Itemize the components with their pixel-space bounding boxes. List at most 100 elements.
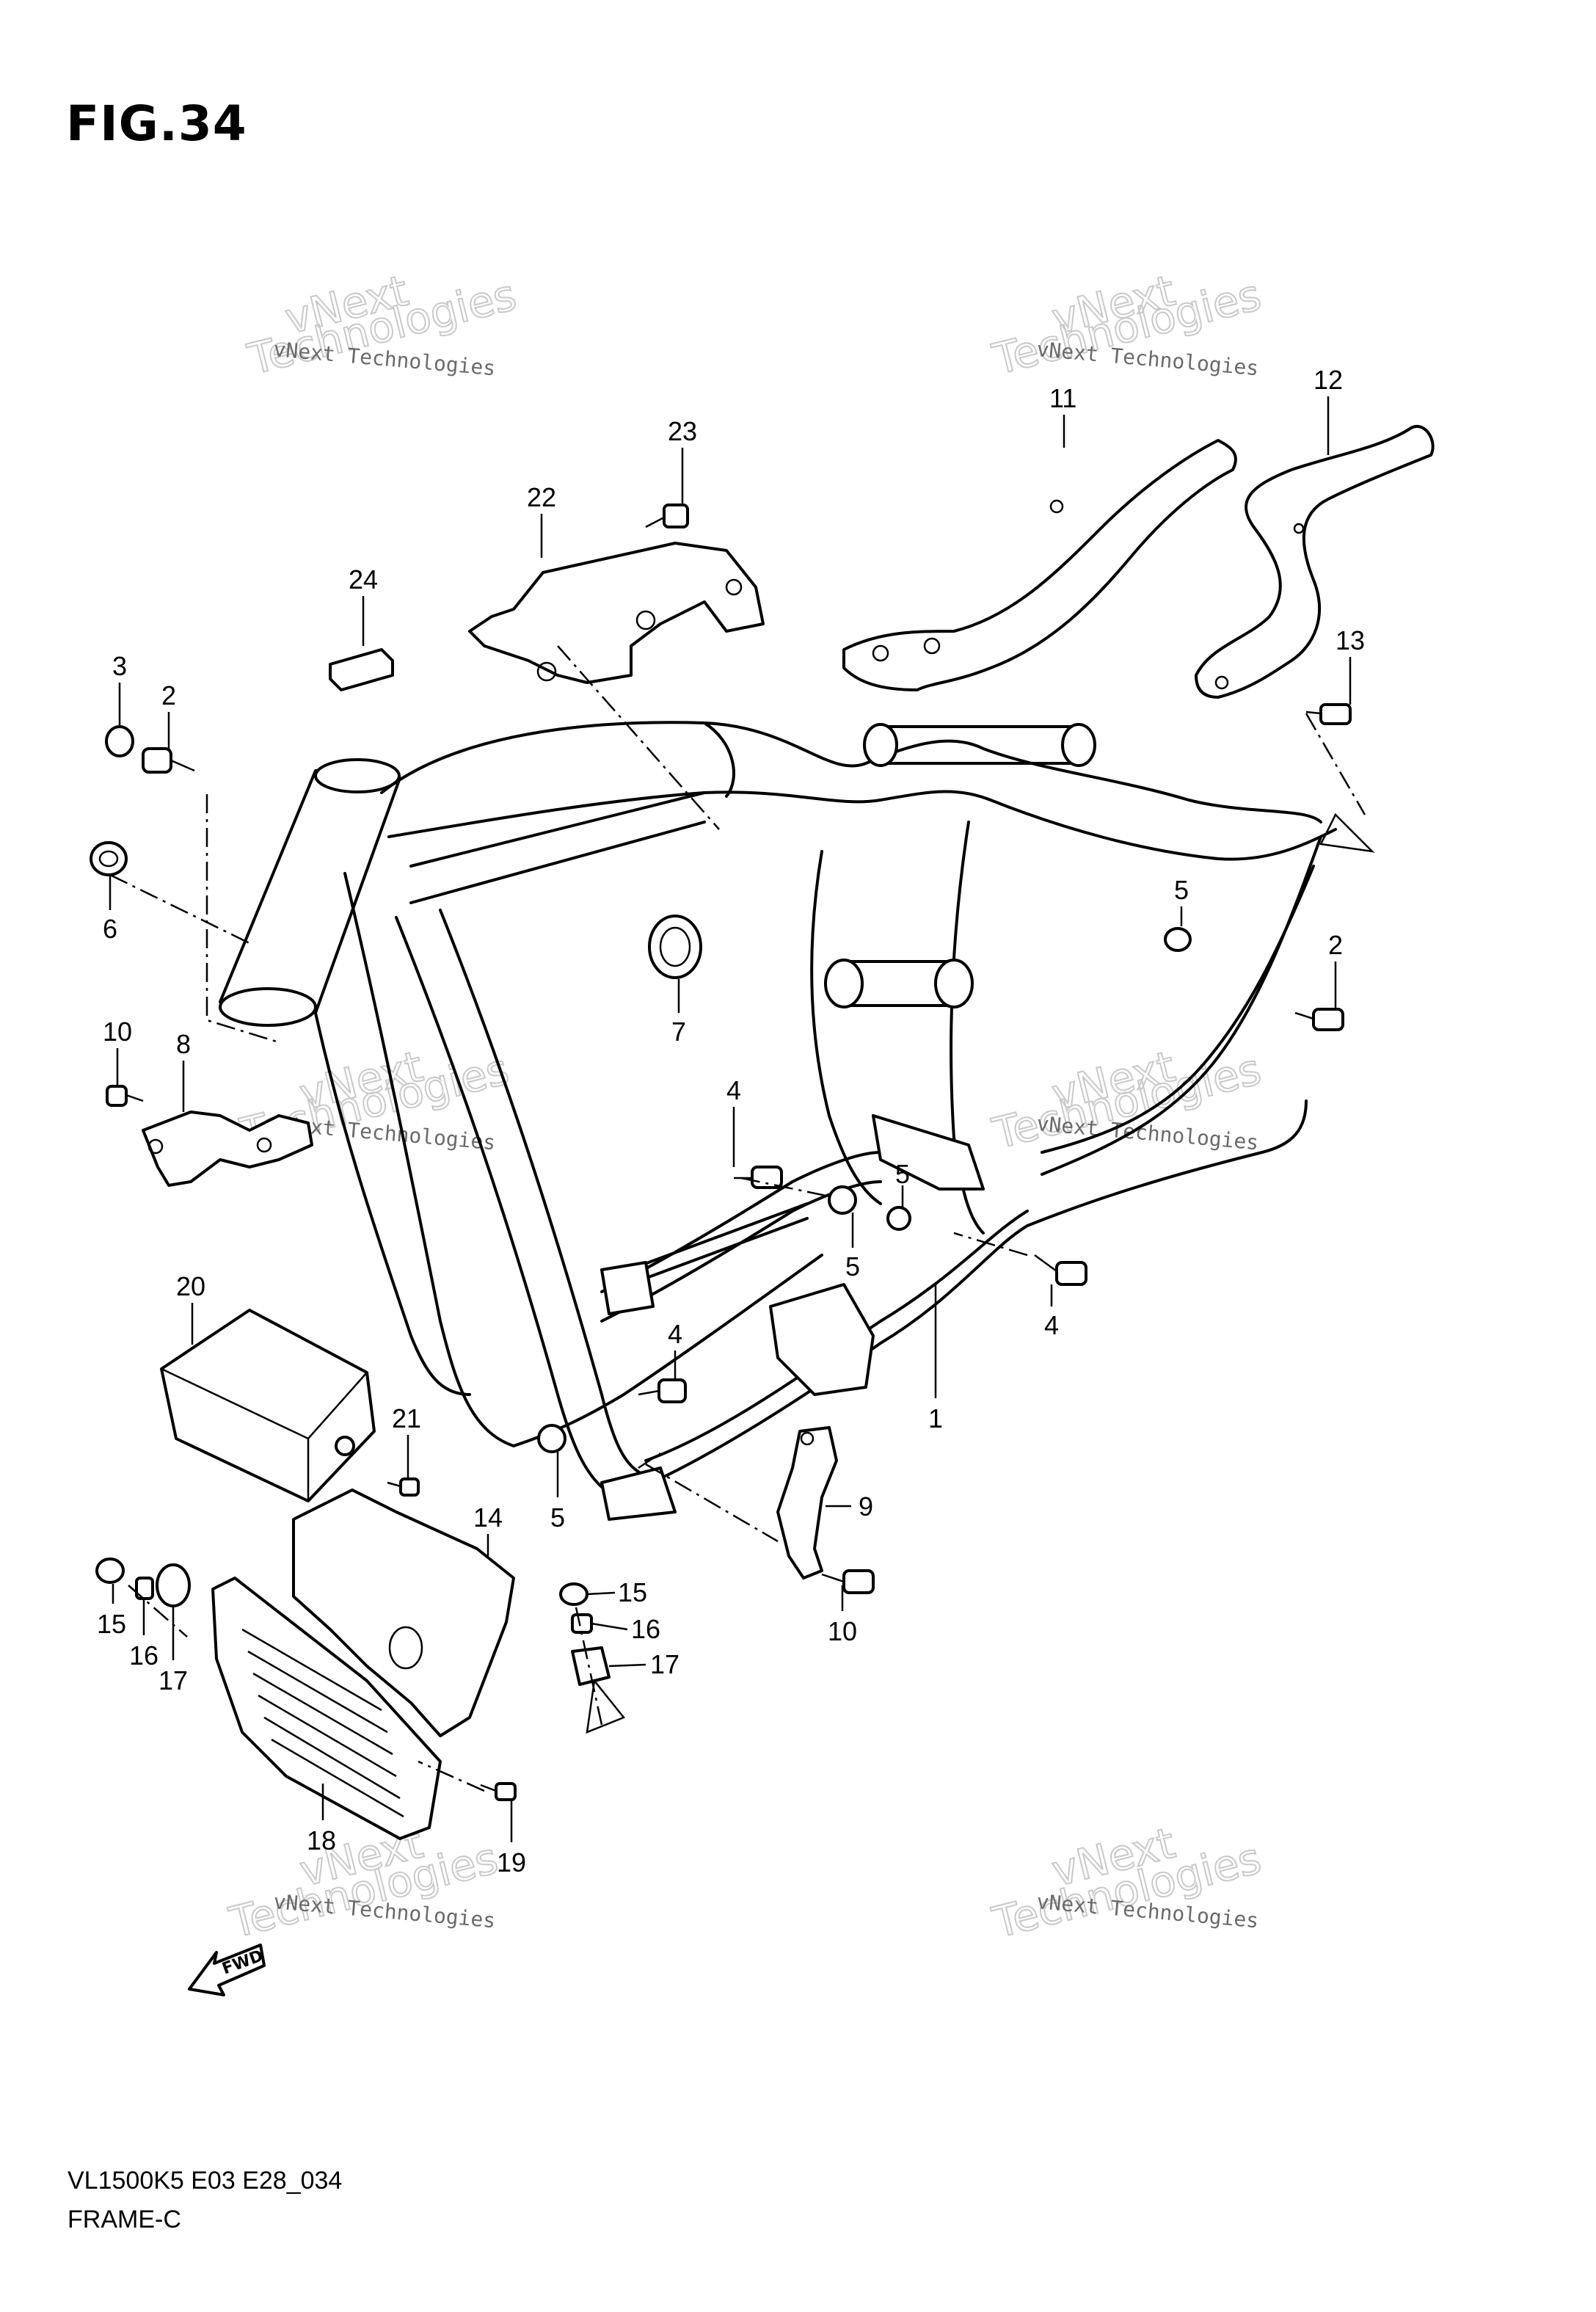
watermark-bottom-left: Technologies vNext vNext Technologies bbox=[224, 1817, 503, 1949]
part-17-grommet-b bbox=[571, 1646, 611, 1686]
part-5-washer-b bbox=[886, 1206, 911, 1231]
rear-lower-rail bbox=[1026, 1099, 1308, 1227]
part-10-bolt-b bbox=[821, 1569, 875, 1594]
lower-cross-tube bbox=[600, 1151, 882, 1293]
part-5-washer-d bbox=[537, 1424, 566, 1453]
part-2-bolt-b bbox=[1294, 1008, 1344, 1031]
part-18-louvered-cover bbox=[211, 1577, 442, 1840]
down-tube-front bbox=[314, 1011, 471, 1396]
callout-21: 21 bbox=[392, 1403, 421, 1433]
watermark-mid-right: Technologies vNext vNext Technologies bbox=[987, 1041, 1267, 1160]
crossbar-end-right bbox=[1061, 723, 1096, 767]
pivot-end-left bbox=[824, 959, 864, 1008]
part-24-pad bbox=[329, 648, 394, 691]
down-tube-right bbox=[395, 916, 618, 1499]
main-frame bbox=[219, 721, 1337, 1521]
rear-stay-2 bbox=[1041, 865, 1315, 1154]
section-name-label: FRAME-C bbox=[68, 2206, 181, 2233]
callout-13: 13 bbox=[1336, 625, 1365, 655]
callout-10: 10 bbox=[828, 1616, 857, 1646]
callout-18: 18 bbox=[307, 1825, 336, 1855]
part-14-battery-tray bbox=[292, 1488, 515, 1737]
part-3-nut bbox=[105, 725, 134, 757]
down-tube-right-inner bbox=[439, 909, 647, 1477]
steering-head-tube bbox=[219, 769, 401, 1014]
part-21-bolt bbox=[387, 1477, 420, 1497]
watermark-top-right: Technologies vNext vNext Technologies bbox=[987, 265, 1267, 385]
part-15-bolt-b bbox=[559, 1582, 589, 1606]
callout-9: 9 bbox=[859, 1491, 873, 1522]
head-tube-bottom bbox=[219, 987, 317, 1027]
callout-4: 4 bbox=[1044, 1310, 1059, 1340]
callout-23: 23 bbox=[668, 416, 697, 446]
figure-title: FIG.34 bbox=[66, 95, 247, 152]
forward-direction-arrow: FWD bbox=[188, 1944, 266, 1996]
top-tube-left bbox=[380, 721, 1322, 824]
part-22-bracket bbox=[468, 542, 765, 684]
part-10-bolt-a bbox=[106, 1085, 144, 1107]
head-tube-top bbox=[314, 758, 401, 793]
engine-mount-plate bbox=[872, 1114, 985, 1190]
part-23-bolt bbox=[645, 504, 689, 528]
part-16-collar-a bbox=[135, 1577, 154, 1600]
part-4-bolt-b bbox=[1034, 1254, 1087, 1286]
callout-7: 7 bbox=[671, 1017, 686, 1047]
callout-24: 24 bbox=[349, 564, 378, 595]
callout-4: 4 bbox=[726, 1075, 741, 1105]
callout-5: 5 bbox=[895, 1159, 910, 1189]
callout-3: 3 bbox=[112, 651, 127, 681]
callout-5: 5 bbox=[1174, 875, 1189, 905]
center-brace bbox=[409, 791, 706, 904]
part-20-battery bbox=[160, 1309, 376, 1502]
callout-2: 2 bbox=[161, 680, 176, 710]
callout-5: 5 bbox=[845, 1251, 860, 1282]
leader-lines bbox=[109, 396, 1352, 1842]
part-16-collar-b bbox=[571, 1613, 593, 1634]
part-6-cap bbox=[90, 841, 128, 876]
part-19-screw bbox=[480, 1782, 517, 1801]
top-tube-right bbox=[387, 790, 1337, 861]
part-8-bracket bbox=[142, 1110, 313, 1187]
part-12-fender-bracket bbox=[1195, 424, 1435, 699]
rear-upright-left bbox=[810, 850, 882, 1205]
callout-4: 4 bbox=[668, 1319, 682, 1349]
part-15-bolt-a bbox=[95, 1557, 125, 1584]
part-5-washer-a bbox=[1164, 927, 1192, 952]
part-11-fender-bracket bbox=[842, 439, 1237, 691]
assembly-lines bbox=[109, 645, 1375, 1792]
callout-14: 14 bbox=[473, 1502, 503, 1533]
part-2-bolt-a bbox=[142, 747, 195, 774]
callout-10: 10 bbox=[103, 1017, 132, 1047]
callout-15: 15 bbox=[618, 1577, 647, 1607]
swingarm-pivot-tube bbox=[842, 960, 955, 1007]
watermark-bottom-right: Technologies vNext vNext Technologies bbox=[987, 1817, 1267, 1949]
callout-2: 2 bbox=[1328, 930, 1343, 960]
callout-11: 11 bbox=[1049, 383, 1076, 413]
callout-15: 15 bbox=[97, 1609, 126, 1639]
part-5-washer-c bbox=[828, 1185, 857, 1215]
callout-20: 20 bbox=[176, 1271, 205, 1301]
rear-mount-bracket bbox=[769, 1283, 875, 1396]
front-mount-tab bbox=[600, 1261, 655, 1315]
rear-crossbar bbox=[879, 725, 1080, 765]
callout-6: 6 bbox=[103, 914, 117, 944]
down-tube-left bbox=[343, 872, 515, 1447]
part-17-grommet-a bbox=[156, 1563, 191, 1607]
pivot-end-right bbox=[934, 959, 974, 1008]
callout-1: 1 bbox=[928, 1403, 943, 1433]
callout-16: 16 bbox=[129, 1640, 158, 1671]
top-crossbar bbox=[703, 721, 735, 798]
callout-8: 8 bbox=[176, 1029, 191, 1059]
rear-upright-right bbox=[950, 821, 985, 1235]
model-code-label: VL1500K5 E03 E28_034 bbox=[68, 2167, 343, 2195]
callout-17: 17 bbox=[158, 1665, 188, 1695]
callout-17: 17 bbox=[650, 1649, 679, 1679]
callout-12: 12 bbox=[1313, 365, 1343, 395]
callout-22: 22 bbox=[527, 482, 556, 512]
front-lug bbox=[600, 1466, 677, 1521]
watermark-top-left: Technologies vNext vNext Technologies bbox=[242, 265, 522, 385]
part-9-bracket bbox=[776, 1426, 838, 1579]
lower-rail-right-2 bbox=[644, 1210, 1029, 1462]
crossbar-end-left bbox=[863, 723, 898, 767]
